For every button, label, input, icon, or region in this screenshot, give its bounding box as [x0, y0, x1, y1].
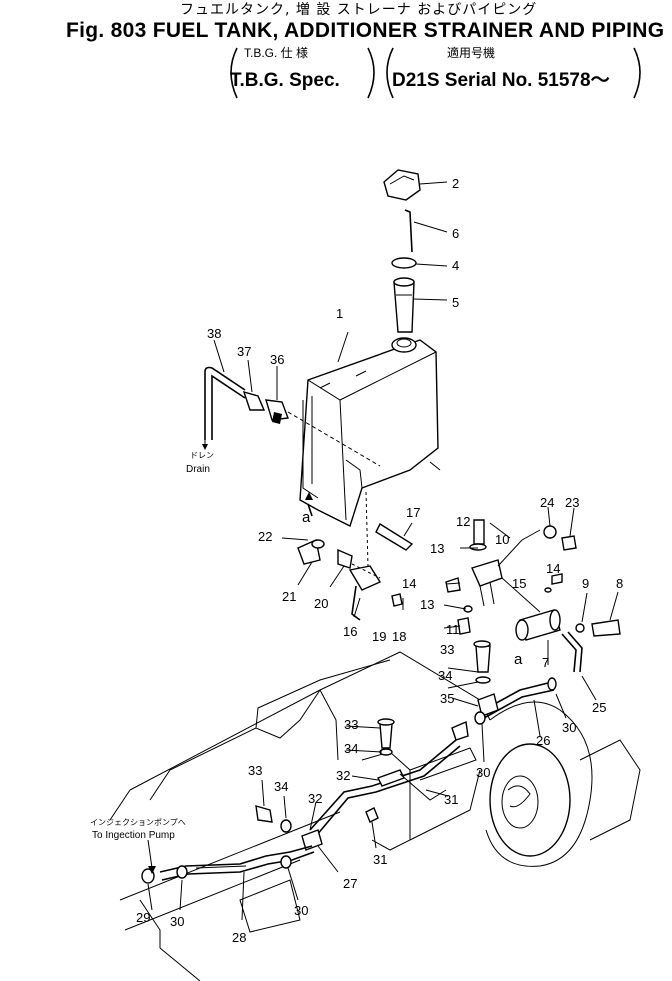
engine-flywheel [485, 701, 641, 867]
callout-32-2: 32 [308, 791, 322, 806]
callout-33-1: 33 [344, 717, 358, 732]
ring [391, 257, 448, 269]
callout-22: 22 [258, 529, 272, 544]
callout-14-1: 14 [546, 561, 560, 576]
callout-30-4: 30 [562, 720, 576, 735]
callout-31-2: 31 [373, 852, 387, 867]
serial-japanese: 適用号機 [447, 46, 496, 60]
callout-1: 1 [336, 306, 343, 321]
pump-caption-jp: インジェクションポンプへ [90, 818, 186, 827]
filler-cap [383, 169, 448, 201]
strainer [393, 277, 448, 333]
callout-34-1: 34 [344, 741, 358, 756]
callout-33-2: 33 [248, 763, 262, 778]
title-japanese: フュエルタンク, 増 設 ストレーナ およびパイピング [180, 2, 538, 18]
callout-32-1: 32 [336, 768, 350, 783]
strainer-chain [404, 209, 448, 253]
drain-caption-jp: ドレン [190, 451, 214, 460]
feed-fittings [281, 491, 414, 621]
callout-36: 36 [270, 352, 284, 367]
callout-12: 12 [456, 514, 470, 529]
callout-34-2: 34 [274, 779, 288, 794]
callout-33-3: 33 [440, 642, 454, 657]
strainer-housing [515, 506, 621, 701]
return-pipe [447, 640, 567, 763]
callout-5: 5 [452, 295, 459, 310]
callout-14-2: 14 [402, 576, 416, 591]
callout-29: 29 [136, 910, 150, 925]
spec-label: T.B.G. Spec. [230, 70, 340, 91]
callout-27: 27 [343, 876, 357, 891]
callout-19: 19 [372, 629, 386, 644]
pump-caption: To Ingection Pump [92, 830, 175, 841]
fuel-tank [299, 331, 441, 527]
callout-30-2: 30 [294, 903, 308, 918]
callout-30-3: 30 [476, 765, 490, 780]
callout-31-1: 31 [444, 792, 458, 807]
callout-2: 2 [452, 176, 459, 191]
callout-4: 4 [452, 258, 459, 273]
serial-label: D21S Serial No. 51578～ [392, 70, 610, 91]
callout-10: 10 [495, 532, 509, 547]
callout-17: 17 [406, 505, 420, 520]
callout-34-3: 34 [438, 668, 452, 683]
callout-30-1: 30 [170, 914, 184, 929]
callout-13-2: 13 [420, 597, 434, 612]
machine-frame [109, 651, 491, 981]
callout-23: 23 [565, 495, 579, 510]
spec-japanese: T.B.G. 仕 様 [244, 46, 309, 60]
callout-28: 28 [232, 930, 246, 945]
callout-26: 26 [536, 733, 550, 748]
callout-38: 38 [207, 326, 221, 341]
drain-assembly [202, 339, 381, 467]
callout-9: 9 [582, 576, 589, 591]
callout-13-1: 13 [430, 541, 444, 556]
header-brackets [230, 47, 641, 99]
callout-25: 25 [592, 700, 606, 715]
callout-16: 16 [343, 624, 357, 639]
reference-a-top: a [302, 509, 311, 526]
drain-caption: Drain [186, 464, 210, 475]
callout-20: 20 [314, 596, 328, 611]
callout-11: 11 [446, 622, 460, 637]
callout-8: 8 [616, 576, 623, 591]
feed-pipe [141, 718, 469, 921]
callout-37: 37 [237, 344, 251, 359]
callout-6: 6 [452, 226, 459, 241]
callout-18: 18 [392, 629, 406, 644]
reference-a-bottom: a [514, 651, 523, 668]
callout-35: 35 [440, 691, 454, 706]
callout-21: 21 [282, 589, 296, 604]
additional-strainer-bracket [443, 519, 563, 635]
callout-24: 24 [540, 495, 554, 510]
figure-title: Fig. 803 FUEL TANK, ADDITIONER STRAINER … [66, 19, 665, 42]
callout-7: 7 [542, 655, 549, 670]
callout-15: 15 [512, 576, 526, 591]
